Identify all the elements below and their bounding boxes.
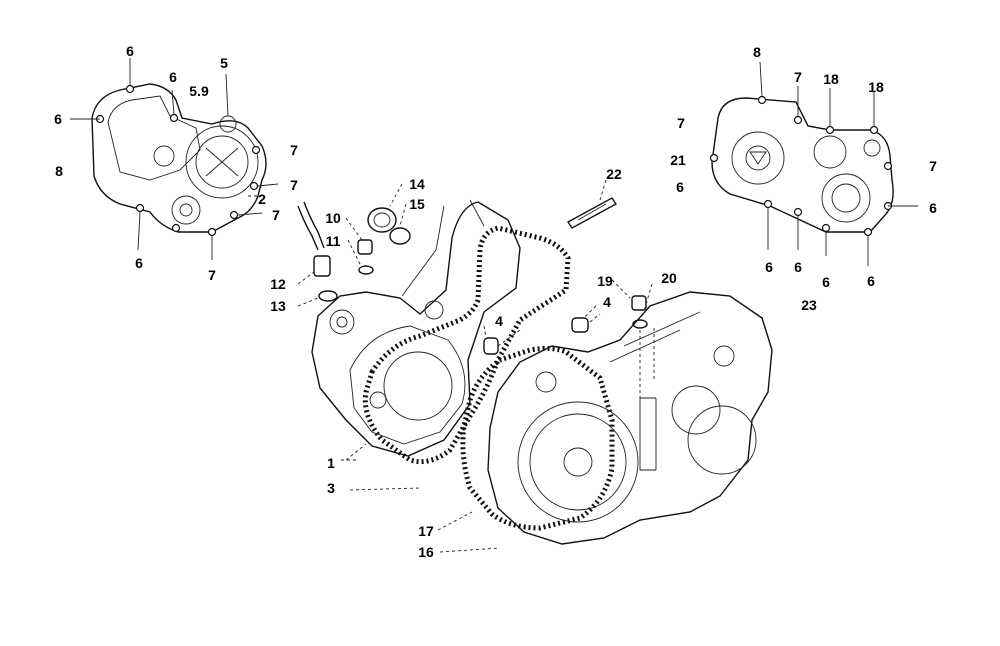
callout-8-right: 8 xyxy=(753,44,761,60)
callout-18-left: 18 xyxy=(823,71,839,87)
callout-22: 22 xyxy=(606,166,622,182)
crankcase-right xyxy=(487,291,773,545)
callout-21: 21 xyxy=(670,152,686,168)
callout-1: 1 xyxy=(327,455,335,471)
callout-6: 6 xyxy=(169,69,177,85)
callout-6: 6 xyxy=(54,111,62,127)
hose-fitting xyxy=(297,201,338,307)
callout-5-9: 5.9 xyxy=(189,83,209,99)
gasket-right xyxy=(460,345,615,531)
callout-7: 7 xyxy=(929,158,937,174)
callout-19: 19 xyxy=(597,273,613,289)
callout-7: 7 xyxy=(290,177,298,193)
callout-10: 10 xyxy=(325,210,341,226)
callout-3: 3 xyxy=(327,480,335,496)
callout-6: 6 xyxy=(822,274,830,290)
right-cover xyxy=(709,61,918,266)
bushings xyxy=(483,313,601,355)
crankcase-left xyxy=(311,199,521,461)
callout-6: 6 xyxy=(126,43,134,59)
callout-6: 6 xyxy=(867,273,875,289)
callout-2: 2 xyxy=(258,191,266,207)
callout-6: 6 xyxy=(676,179,684,195)
gasket-left xyxy=(362,225,571,465)
callout-6: 6 xyxy=(929,200,937,216)
callout-6: 6 xyxy=(765,259,773,275)
callout-12: 12 xyxy=(270,276,286,292)
callout-7: 7 xyxy=(794,69,802,85)
callout-7: 7 xyxy=(290,142,298,158)
callout-4-left: 4 xyxy=(495,313,503,329)
callout-8-left: 8 xyxy=(55,163,63,179)
callout-17: 17 xyxy=(418,523,434,539)
bolt-washer-group xyxy=(611,279,653,400)
callout-7: 7 xyxy=(272,207,280,223)
callout-16: 16 xyxy=(418,544,434,560)
callout-11: 11 xyxy=(325,233,341,249)
left-cover xyxy=(70,58,279,260)
callout-6: 6 xyxy=(794,259,802,275)
callout-23: 23 xyxy=(801,297,817,313)
plug-cap-group xyxy=(345,183,411,275)
callout-4-right: 4 xyxy=(603,294,611,310)
bracket xyxy=(566,179,618,229)
callout-13: 13 xyxy=(270,298,286,314)
callout-18-right: 18 xyxy=(868,79,884,95)
callout-6: 6 xyxy=(135,255,143,271)
callout-7: 7 xyxy=(208,267,216,283)
callout-14: 14 xyxy=(409,176,425,192)
callout-20: 20 xyxy=(661,270,677,286)
callout-15: 15 xyxy=(409,196,425,212)
callout-5: 5 xyxy=(220,55,228,71)
callout-7: 7 xyxy=(677,115,685,131)
